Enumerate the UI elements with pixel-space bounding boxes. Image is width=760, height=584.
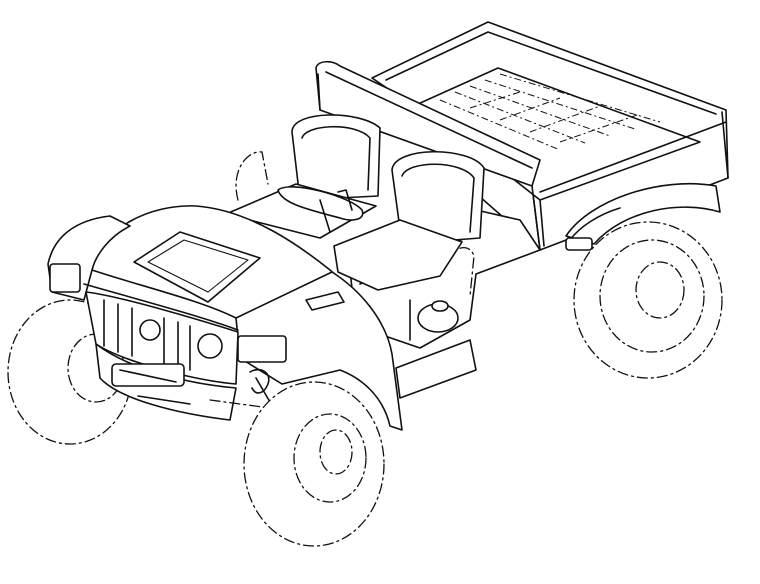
hood-scoop [133,231,261,303]
fog-light [197,333,223,359]
right-seat-back [391,150,485,245]
right-seat-cushion [333,219,463,291]
rear-light [565,237,593,251]
left-headlight [49,263,81,293]
running-board [395,339,477,399]
front-body [47,205,403,431]
fuel-cap [431,300,449,312]
rear-wheel [573,221,723,379]
right-headlight [237,335,287,363]
front-bumper [95,343,237,421]
grille [85,291,239,385]
front-right-wheel [243,381,385,547]
left-seat-back [291,114,381,201]
side-vent [305,291,345,311]
grille-emblem [139,319,161,341]
rollbar [315,60,541,187]
rear-fender [565,182,721,251]
steering-wheel [277,186,364,233]
right-front-fender [235,271,403,431]
bumper-plate [111,363,185,387]
